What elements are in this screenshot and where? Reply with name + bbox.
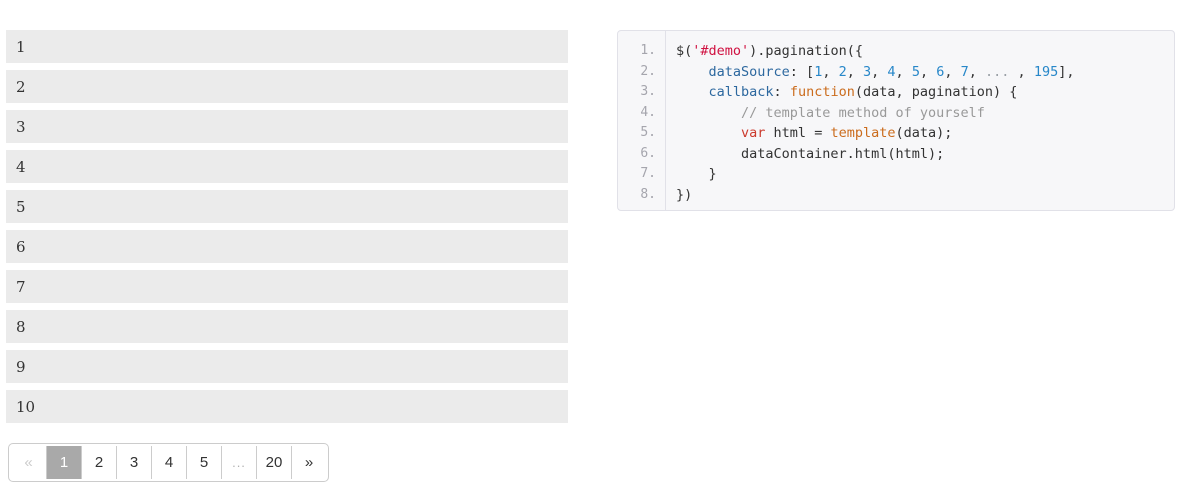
code-line: var html = template(data); bbox=[741, 125, 953, 141]
line-number: 1. bbox=[640, 43, 656, 58]
pagination-page-2-button[interactable]: 2 bbox=[81, 446, 116, 479]
pagination-ellipsis: ... bbox=[221, 446, 256, 479]
pagination-page-5-button[interactable]: 5 bbox=[186, 446, 221, 479]
pagination-page-4-button[interactable]: 4 bbox=[151, 446, 186, 479]
list-item: 10 bbox=[6, 390, 568, 423]
code-line: // template method of yourself bbox=[741, 104, 985, 121]
list-item: 7 bbox=[6, 270, 568, 303]
line-number: 2. bbox=[640, 63, 656, 79]
code-line-numbers: 1. 2. 3. 4. 5. 6. 7. 8. bbox=[618, 31, 666, 210]
pagination-next-button[interactable]: » bbox=[291, 446, 326, 479]
code-line: callback: function(data, pagination) { bbox=[708, 84, 1018, 100]
list-item: 9 bbox=[6, 350, 568, 383]
code-line: }) bbox=[676, 186, 693, 203]
pagination-page-20-button[interactable]: 20 bbox=[256, 446, 291, 479]
code-line: $('#demo').pagination({ bbox=[676, 43, 863, 59]
pagination-prev-button[interactable]: « bbox=[24, 454, 33, 471]
list-item: 5 bbox=[6, 190, 568, 223]
demo-list: 1 2 3 4 5 6 7 8 9 10 bbox=[6, 30, 568, 430]
list-item: 3 bbox=[6, 110, 568, 143]
code-block: 1. 2. 3. 4. 5. 6. 7. 8. $('#demo').pagination({… bbox=[617, 30, 1175, 211]
list-item: 8 bbox=[6, 310, 568, 343]
code-line: dataSource: [1, 2, 3, 4, 5, 6, 7, ... , … bbox=[708, 63, 1075, 80]
list-item: 1 bbox=[6, 30, 568, 63]
line-number: 4. bbox=[640, 104, 656, 120]
list-item: 6 bbox=[6, 230, 568, 263]
code-line: } bbox=[676, 166, 717, 182]
code-content: $('#demo').pagination({ dataSource: [1, … bbox=[666, 31, 1074, 210]
list-item: 4 bbox=[6, 150, 568, 183]
list-item: 2 bbox=[6, 70, 568, 103]
line-number: 8. bbox=[640, 186, 656, 202]
pagination-page-1-button[interactable]: 1 bbox=[46, 446, 81, 479]
pagination-page-3-button[interactable]: 3 bbox=[116, 446, 151, 479]
line-number: 3. bbox=[640, 84, 656, 99]
line-number: 6. bbox=[640, 145, 656, 161]
line-number: 7. bbox=[640, 166, 656, 181]
line-number: 5. bbox=[640, 125, 656, 140]
code-line: dataContainer.html(html); bbox=[676, 145, 945, 162]
